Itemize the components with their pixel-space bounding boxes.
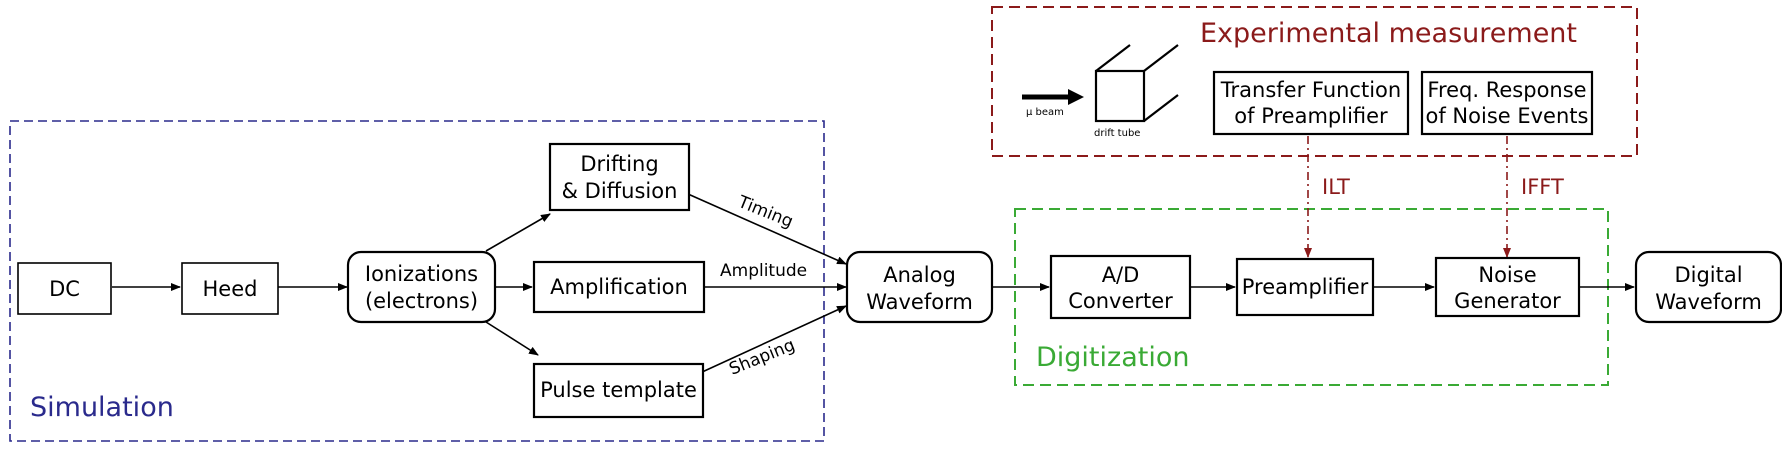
node-drifting-line1: Drifting — [580, 152, 658, 176]
node-transfer-function-line2: of Preamplifier — [1234, 104, 1388, 128]
node-adc-line2: Converter — [1068, 289, 1173, 313]
experimental-group: Experimental measurement — [991, 6, 1638, 157]
edge-label-ifft: IFFT — [1521, 175, 1564, 199]
node-heed: Heed — [181, 262, 279, 315]
node-ionizations-line1: Ionizations — [365, 262, 478, 286]
simulation-group-label: Simulation — [30, 392, 174, 423]
node-adc-line1: A/D — [1102, 263, 1140, 287]
node-noise-generator-line2: Generator — [1454, 289, 1561, 313]
digitization-group-label: Digitization — [1036, 342, 1189, 373]
node-noise-generator: Noise Generator — [1434, 256, 1581, 318]
node-freq-response: Freq. Response of Noise Events — [1420, 70, 1594, 136]
node-drifting-line2: & Diffusion — [562, 179, 678, 203]
node-amplification-label: Amplification — [550, 275, 688, 299]
node-transfer-function-line1: Transfer Function — [1220, 78, 1401, 102]
node-amplification: Amplification — [532, 260, 706, 314]
node-ionizations-line2: (electrons) — [365, 289, 478, 313]
node-transfer-function: Transfer Function of Preamplifier — [1212, 70, 1410, 136]
node-dc-label: DC — [49, 277, 80, 301]
simulation-group: Simulation — [9, 120, 825, 442]
experimental-group-border — [991, 6, 1638, 157]
node-pulse-template: Pulse template — [532, 362, 705, 419]
node-preamplifier-label: Preamplifier — [1242, 275, 1369, 299]
node-preamplifier: Preamplifier — [1235, 257, 1375, 317]
node-ionizations: Ionizations (electrons) — [346, 250, 497, 324]
edges — [112, 193, 1635, 374]
edge-label-ilt: ILT — [1322, 175, 1350, 199]
beam-label: μ beam — [1026, 107, 1064, 118]
edge-drifting-analog — [687, 193, 847, 265]
edge-label-shaping: Shaping — [726, 335, 798, 379]
drift-tube-cube-icon: drift tube — [1094, 44, 1179, 139]
node-analog: Analog Waveform — [845, 250, 994, 324]
edge-ionizations-pulse — [485, 321, 539, 356]
node-adc: A/D Converter — [1049, 254, 1192, 320]
digitization-group: Digitization — [1014, 208, 1609, 386]
digitization-group-border — [1014, 208, 1609, 386]
node-digital: Digital Waveform — [1634, 250, 1782, 324]
edge-label-amplitude: Amplitude — [720, 261, 807, 281]
edge-pulse-analog — [699, 305, 847, 374]
experimental-group-label: Experimental measurement — [1200, 18, 1577, 49]
red-edges — [1304, 136, 1511, 258]
node-digital-line2: Waveform — [1655, 290, 1762, 314]
node-noise-generator-line1: Noise — [1478, 263, 1536, 287]
node-analog-line2: Waveform — [866, 290, 973, 314]
node-heed-label: Heed — [203, 277, 258, 301]
node-freq-response-line1: Freq. Response — [1427, 78, 1586, 102]
node-pulse-template-label: Pulse template — [540, 378, 697, 402]
node-digital-line1: Digital — [1674, 263, 1742, 287]
drift-tube-label: drift tube — [1094, 128, 1140, 139]
edge-ionizations-drifting — [485, 213, 551, 252]
node-freq-response-line2: of Noise Events — [1426, 104, 1589, 128]
simulation-group-border — [9, 120, 825, 442]
node-drifting: Drifting & Diffusion — [548, 142, 691, 212]
node-analog-line1: Analog — [883, 263, 956, 287]
beam-arrow-icon: μ beam — [1022, 89, 1084, 118]
edge-label-timing: Timing — [734, 192, 796, 232]
node-dc: DC — [17, 262, 112, 315]
